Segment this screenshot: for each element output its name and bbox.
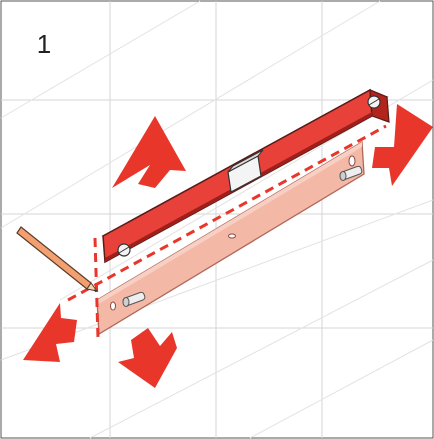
mounting-bracket-icon	[96, 140, 365, 336]
step-number: 1	[36, 29, 52, 59]
up-arrow-icon	[112, 116, 186, 188]
pencil-icon	[16, 226, 99, 292]
bracket-pin-left	[122, 291, 146, 307]
down-arrow-icon	[118, 328, 177, 388]
bracket-pin-right	[339, 165, 363, 181]
right-arrow-icon	[372, 104, 433, 186]
guide-dashed-lines	[67, 124, 387, 339]
step-number-badge: 1	[17, 22, 71, 66]
spirit-level-icon	[101, 88, 390, 264]
left-arrow-icon	[23, 303, 77, 362]
